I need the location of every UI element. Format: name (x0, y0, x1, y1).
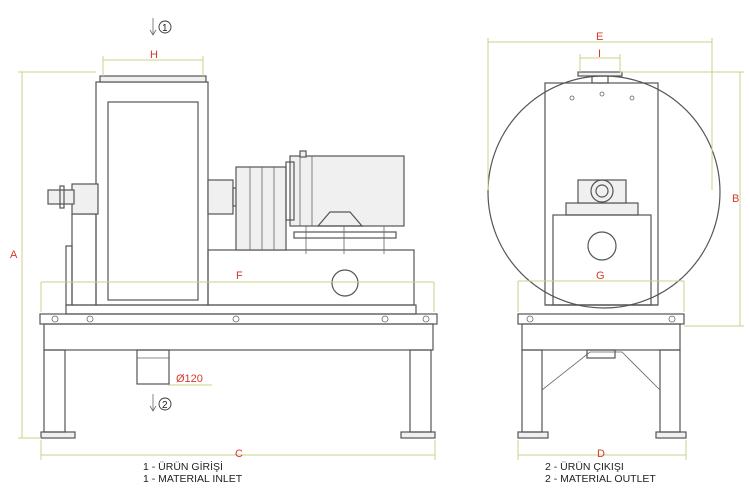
side-view (487, 71, 721, 439)
dim-label-b: B (732, 193, 739, 205)
dim-label-d: D (597, 448, 605, 460)
dim-label-g: G (596, 270, 605, 282)
dim-label-a: A (10, 249, 18, 261)
legend-outlet: 2 - ÜRÜN ÇIKIŞI 2 - MATERIAL OUTLET (545, 461, 656, 485)
outlet-marker: 2 (149, 394, 172, 412)
dim-label-h: H (150, 49, 158, 61)
legend-inlet-english: 1 - MATERIAL INLET (143, 473, 243, 485)
legend-outlet-turkish: 2 - ÜRÜN ÇIKIŞI (545, 461, 624, 473)
front-dimension-lines (18, 56, 436, 460)
dim-label-i: I (598, 48, 601, 60)
legend-inlet: 1 - ÜRÜN GİRİŞİ 1 - MATERIAL INLET (143, 461, 242, 485)
inlet-marker-number: 1 (162, 23, 168, 34)
legend-outlet-english: 2 - MATERIAL OUTLET (545, 473, 656, 485)
dim-label-c: C (235, 448, 243, 460)
inlet-marker: 1 (149, 18, 172, 36)
side-dimension-lines (487, 38, 744, 460)
outlet-marker-number: 2 (162, 400, 168, 411)
legend-inlet-turkish: 1 - ÜRÜN GİRİŞİ (143, 461, 223, 473)
dim-label-f: F (236, 270, 243, 282)
dim-label-diameter: Ø120 (176, 373, 203, 385)
dim-label-e: E (596, 31, 603, 43)
front-view (39, 75, 438, 439)
